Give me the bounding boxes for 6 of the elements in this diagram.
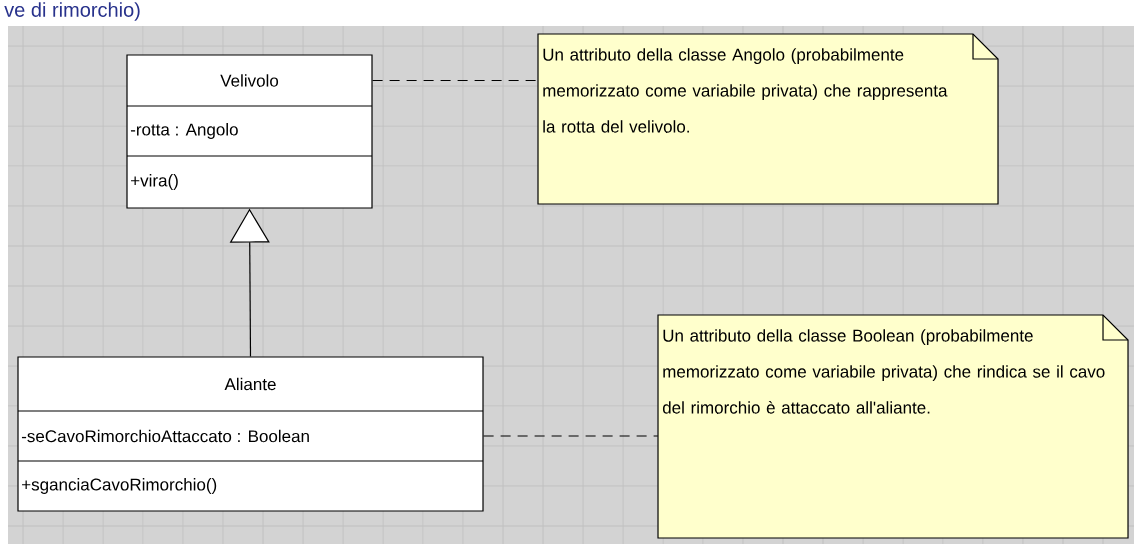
- note-box: Un attributo della classe Angolo (probabilmente memorizzato come variabile privata) che rappresenta la rotta del velivolo.: [537, 33, 999, 205]
- class-box: Velivolo -rotta : Angolo +vira(): [126, 54, 373, 209]
- dashed-connector: [483, 435, 659, 437]
- class-box: Aliante -seCavoRimorchioAttaccato : Boolean +sganciaCavoRimorchio(): [17, 356, 484, 512]
- slide-title: ve di rimorchio): [4, 2, 140, 21]
- note-box: Un attributo della classe Boolean (probabilmente memorizzato come variabile privata) che rindica se il cavo del rimorchio è attaccato all'aliante.: [657, 314, 1129, 539]
